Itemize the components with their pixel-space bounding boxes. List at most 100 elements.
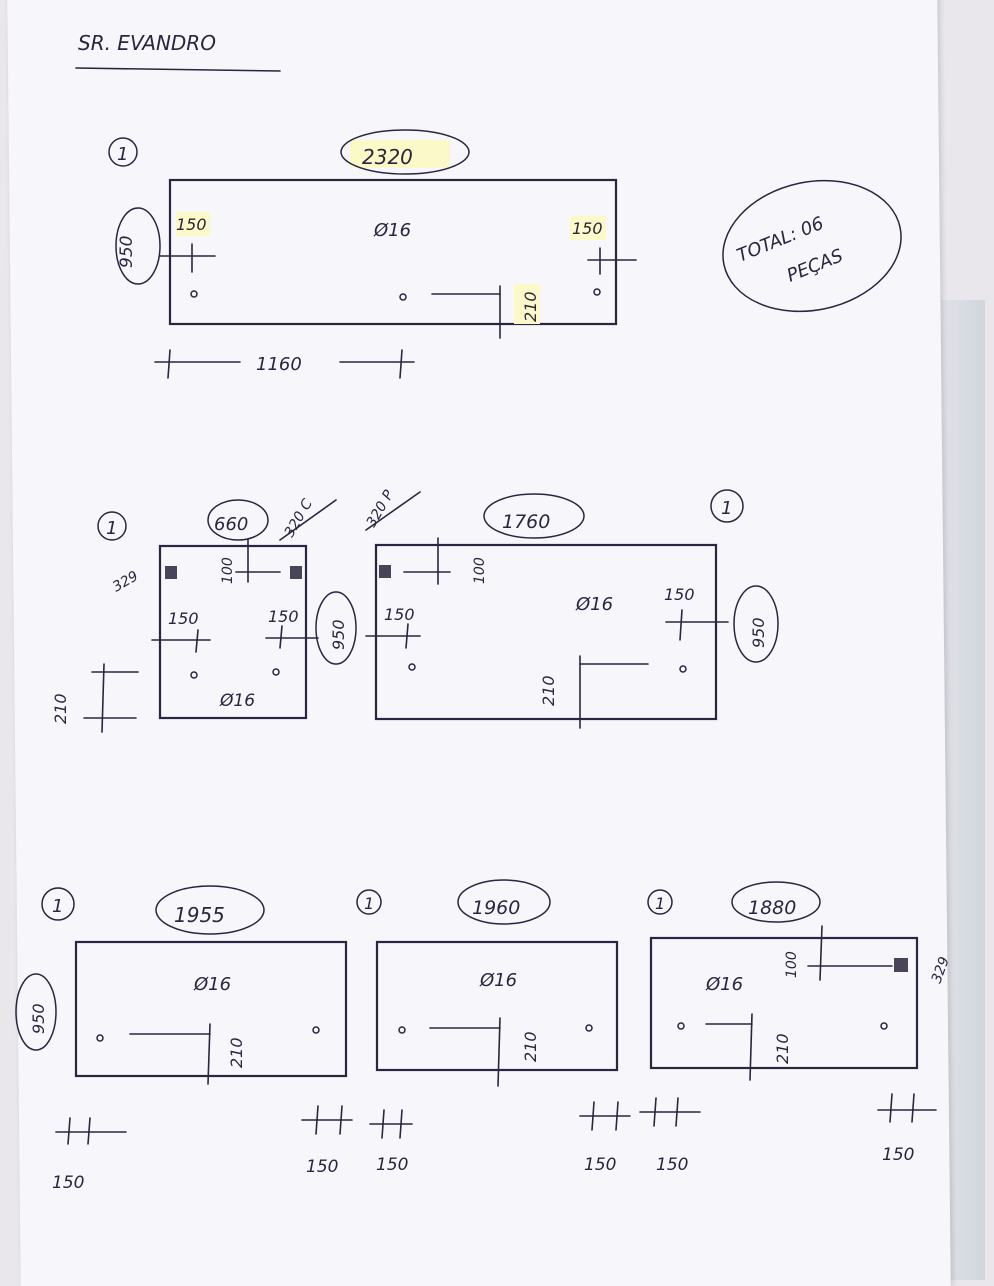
piece-5-length-oval <box>457 879 551 925</box>
piece-2-code-slash <box>279 499 337 541</box>
piece-3-length: 1760 <box>502 511 550 533</box>
piece-5-hole-dia: Ø16 <box>479 970 517 991</box>
piece-6-tick-left-b <box>675 1097 679 1127</box>
piece-2: 1 660 320 C 329 100 150 150 Ø16 210 <box>51 496 357 733</box>
piece-5-qty-circle <box>356 889 382 915</box>
piece-2-hole-height: 210 <box>51 693 70 724</box>
piece-5-hole-height-v <box>497 1017 501 1087</box>
piece-3-hole-left <box>408 663 416 671</box>
piece-1: 1 2320 950 150 150 Ø16 210 <box>108 129 637 379</box>
piece-1-hole-spacing: 1160 <box>256 354 302 375</box>
piece-1-qty-circle <box>108 137 138 167</box>
piece-6-cutout-size: 329 <box>929 955 953 986</box>
piece-5-length: 1960 <box>472 897 520 919</box>
piece-2-qty: 1 <box>106 518 117 539</box>
piece-3-edge-right: 150 <box>664 585 695 604</box>
piece-6-tick-right-a <box>889 1093 893 1123</box>
piece-6-hole-height: 210 <box>773 1033 792 1064</box>
piece-2-tick-left-v <box>195 629 199 653</box>
piece-4-tick-left-a <box>67 1117 71 1145</box>
piece-2-tick-right-v <box>279 625 283 649</box>
piece-3-length-oval <box>483 493 585 539</box>
piece-5-tick-left-a <box>381 1109 385 1139</box>
piece-1-height-oval <box>115 207 161 285</box>
piece-6-hole-height-v <box>749 1013 753 1081</box>
piece-6-hole-left <box>677 1022 685 1030</box>
piece-4-tick-left-b <box>87 1117 91 1145</box>
piece-6-cutout-right <box>894 958 908 972</box>
piece-6-tick-left-a <box>653 1097 657 1127</box>
piece-5-edge-left: 150 <box>376 1155 408 1175</box>
piece-1-hole-left <box>190 290 198 298</box>
piece-6: 1 1880 329 100 Ø16 210 150 150 <box>639 881 953 1175</box>
piece-1-edge-left: 150 <box>176 215 207 234</box>
piece-1-spacing-tick-l <box>167 349 171 379</box>
piece-2-qty-circle <box>97 511 127 541</box>
piece-3-cutout-left <box>379 565 391 578</box>
piece-1-hole-height-highlight <box>514 284 540 324</box>
piece-1-edge-right-highlight <box>570 216 606 240</box>
piece-5-hole-right <box>585 1024 593 1032</box>
piece-4-height: 950 <box>29 1003 48 1034</box>
piece-3-height: 950 <box>749 617 768 648</box>
piece-3-cutout-code: 320 P <box>364 487 398 530</box>
piece-3-qty-circle <box>710 489 744 523</box>
piece-5-qty: 1 <box>364 894 374 913</box>
piece-5-tick-right-a <box>591 1101 595 1131</box>
piece-1-outline <box>168 178 618 326</box>
piece-1-edge-right: 150 <box>572 219 603 238</box>
piece-3-edge-left: 150 <box>384 605 415 624</box>
piece-3-qty: 1 <box>721 498 732 519</box>
piece-6-cutout-offset: 100 <box>784 951 800 978</box>
piece-4-edge-right: 150 <box>306 1157 338 1177</box>
piece-6-length-oval <box>731 881 821 923</box>
piece-4: 1 1955 950 Ø16 210 150 150 <box>15 885 353 1193</box>
piece-2-edge-right: 150 <box>268 607 299 626</box>
piece-3-height-oval <box>733 585 779 663</box>
piece-3-outline <box>374 543 718 721</box>
piece-6-qty-circle <box>647 889 673 915</box>
piece-3-hole-height: 210 <box>539 675 558 706</box>
piece-5-edge-right: 150 <box>584 1155 616 1175</box>
piece-1-qty: 1 <box>117 144 128 165</box>
piece-4-hole-right <box>312 1026 320 1034</box>
piece-4-qty-circle <box>41 887 75 921</box>
piece-1-length-oval <box>340 129 470 175</box>
piece-6-qty: 1 <box>655 894 665 913</box>
piece-2-hole-right <box>272 668 280 676</box>
piece-1-edge-left-highlight <box>176 212 210 236</box>
piece-2-cutout-offset: 100 <box>220 557 236 584</box>
piece-5-hole-height: 210 <box>521 1031 540 1062</box>
piece-2-hole-height-v <box>101 663 105 733</box>
piece-2-length: 660 <box>214 514 248 535</box>
piece-4-tick-right-a <box>315 1105 319 1135</box>
total-line2: PEÇAS <box>784 245 846 286</box>
piece-2-cutout-right <box>290 566 302 579</box>
piece-4-length: 1955 <box>174 903 225 927</box>
piece-3-cutout-offset: 100 <box>472 557 488 584</box>
piece-1-height: 950 <box>117 236 137 268</box>
piece-2-cutout-left <box>165 566 177 579</box>
piece-1-length: 2320 <box>362 145 413 169</box>
piece-4-hole-height-v <box>207 1023 211 1085</box>
piece-3-hole-right <box>679 665 687 673</box>
piece-3-code-slash <box>365 491 421 531</box>
piece-2-cutout-size: 329 <box>110 568 141 595</box>
piece-5-tick-left-b <box>399 1109 403 1139</box>
piece-6-edge-right: 150 <box>882 1145 914 1165</box>
piece-2-edge-left: 150 <box>168 609 199 628</box>
piece-4-hole-left <box>96 1034 104 1042</box>
piece-4-outline <box>74 940 348 1078</box>
piece-6-hole-right <box>880 1022 888 1030</box>
piece-1-length-highlight <box>350 140 450 168</box>
piece-1-hole-height: 210 <box>521 291 540 322</box>
piece-2-hole-left <box>190 671 198 679</box>
piece-4-qty: 1 <box>52 896 63 917</box>
piece-2-length-oval <box>207 499 269 541</box>
piece-3: 320 P 1760 1 100 150 Ø16 150 210 9 <box>364 487 779 729</box>
piece-5-tick-right-b <box>615 1101 619 1131</box>
piece-2-height: 950 <box>329 619 348 650</box>
piece-3-tick-left-v <box>405 623 409 649</box>
